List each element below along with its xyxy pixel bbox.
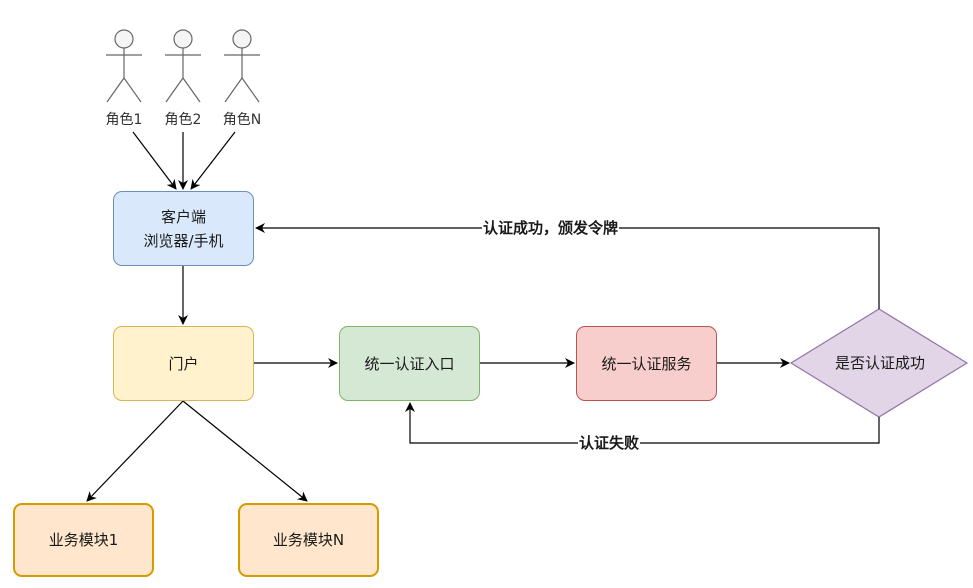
- edge-label-failure: 认证失败: [578, 433, 641, 453]
- actor-2-figure: [165, 29, 201, 103]
- actor-2-label: 角色2: [164, 112, 202, 128]
- actor-n-figure: [224, 29, 260, 103]
- edge-portal-modulen: [182, 400, 308, 502]
- portal-node[interactable]: 门户: [113, 326, 254, 401]
- actor-n-label: 角色N: [222, 112, 262, 128]
- entry-label: 统一认证入口: [364, 354, 455, 373]
- module-n-label: 业务模块N: [272, 531, 345, 549]
- client-title: 客户端: [160, 207, 206, 226]
- edge-portal-module1: [86, 400, 184, 502]
- edge-actorn-client: [190, 131, 236, 190]
- unified-auth-entry-node[interactable]: 统一认证入口: [339, 326, 480, 401]
- edge-success-path: [255, 223, 880, 309]
- edge-label-success: 认证成功，颁发令牌: [482, 218, 620, 238]
- edge-actor1-client: [132, 131, 177, 190]
- actor-1-label: 角色1: [105, 112, 143, 128]
- business-module-n-node[interactable]: 业务模块N: [238, 503, 379, 577]
- decision-label: 是否认证成功: [834, 354, 925, 372]
- client-subtitle: 浏览器/手机: [143, 231, 224, 250]
- actor-1-figure: [106, 29, 142, 103]
- auth-service-label: 统一认证服务: [601, 354, 692, 373]
- client-node[interactable]: 客户端 浏览器/手机: [113, 191, 254, 266]
- business-module-1-node[interactable]: 业务模块1: [13, 503, 154, 577]
- unified-auth-service-node[interactable]: 统一认证服务: [576, 326, 717, 401]
- edge-failure-path: [405, 402, 880, 444]
- portal-label: 门户: [168, 354, 199, 373]
- module-1-label: 业务模块1: [48, 531, 119, 549]
